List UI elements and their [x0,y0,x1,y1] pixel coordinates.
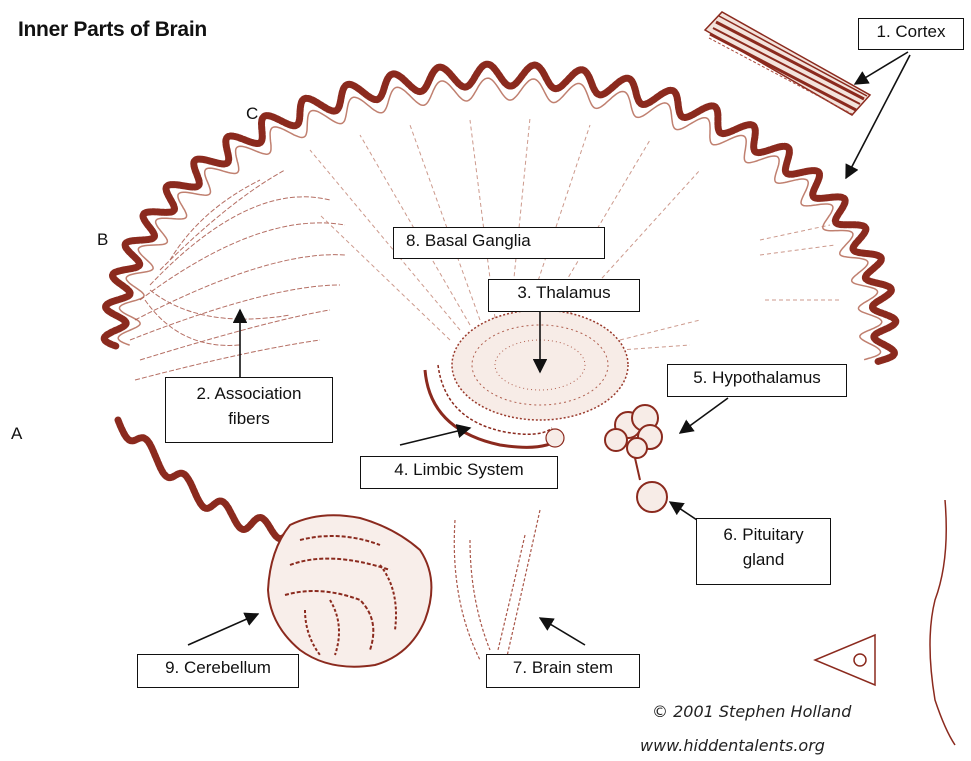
cerebellum-drawing [268,515,431,666]
region-letter-a: A [11,424,22,444]
region-letter-c: C [246,104,258,124]
label-association-fibers: 2. Association fibers [165,377,333,443]
label-pituitary-gland: 6. Pituitary gland [696,518,831,585]
label-pituitary-line-1: 6. Pituitary [701,522,826,547]
hypothalamus-drawing [605,405,662,480]
region-letter-b: B [97,230,108,250]
website-url: www.hiddentalents.org [640,736,825,755]
label-association-line-2: fibers [170,406,328,431]
label-cerebellum: 9. Cerebellum [137,654,299,688]
label-limbic-system: 4. Limbic System [360,456,558,489]
copyright-notice: © 2001 Stephen Holland [652,702,851,721]
label-cortex: 1. Cortex [858,18,964,50]
brain-stem-drawing [454,510,540,665]
label-association-line-1: 2. Association [170,381,328,406]
pituitary-gland-drawing [637,482,667,512]
label-pituitary-line-2: gland [701,547,826,572]
cortex-sample-strip [705,12,870,115]
association-fibers-drawing [130,170,345,380]
label-thalamus: 3. Thalamus [488,279,640,312]
diagram-title: Inner Parts of Brain [18,18,207,42]
label-basal-ganglia: 8. Basal Ganglia [393,227,605,259]
label-brain-stem: 7. Brain stem [486,654,640,688]
label-hypothalamus: 5. Hypothalamus [667,364,847,397]
